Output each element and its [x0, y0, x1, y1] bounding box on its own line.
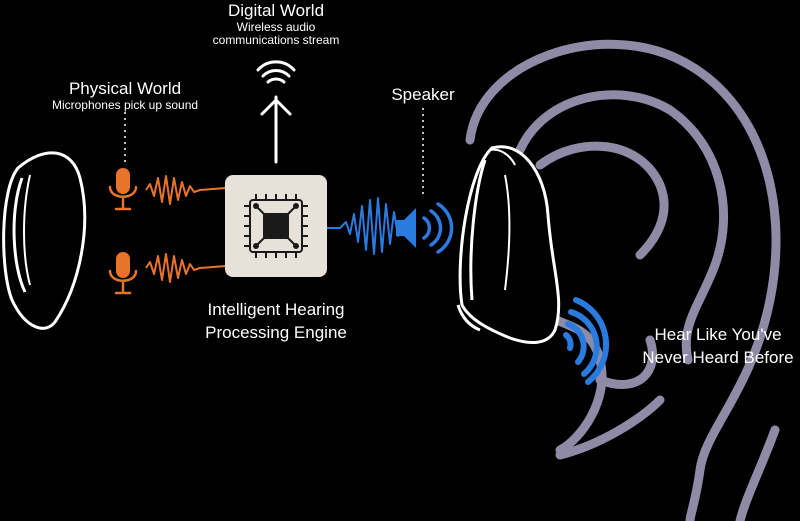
- engine-label: Intelligent Hearing Processing Engine: [186, 299, 366, 345]
- hearing-aid-device: [456, 145, 561, 344]
- microphone-icon: [108, 168, 138, 211]
- physical-world-title: Physical World: [68, 79, 182, 98]
- engine-label-line1: Intelligent Hearing: [207, 300, 345, 319]
- antenna-icon: [256, 60, 296, 164]
- digital-world-label: Digital World Wireless audio communicati…: [196, 1, 356, 47]
- digital-world-subtitle-line2: communications stream: [212, 32, 340, 47]
- speaker-icon: [396, 202, 454, 254]
- physical-world-label: Physical World Microphones pick up sound: [40, 79, 210, 112]
- microphone-icon: [108, 252, 138, 295]
- digital-world-subtitle-line1: Wireless audio: [236, 19, 316, 34]
- speaker-sound-wave: [327, 197, 403, 255]
- processing-chip: [225, 175, 327, 277]
- physical-world-subtitle: Microphones pick up sound: [51, 97, 199, 112]
- engine-label-line2: Processing Engine: [205, 322, 347, 342]
- tagline-line1: Hear Like You've: [654, 325, 782, 344]
- speaker-label: Speaker: [391, 85, 455, 104]
- tagline-label: Hear Like You've Never Heard Before: [636, 324, 800, 370]
- left-earpiece: [2, 151, 87, 330]
- sound-waves-icon: [563, 297, 610, 385]
- leader-lines: [124, 108, 424, 195]
- mic-sound-waves: [145, 175, 227, 283]
- digital-world-title: Digital World: [227, 1, 325, 20]
- chip-icon: [244, 194, 308, 258]
- tagline-line2: Never Heard Before: [642, 347, 794, 367]
